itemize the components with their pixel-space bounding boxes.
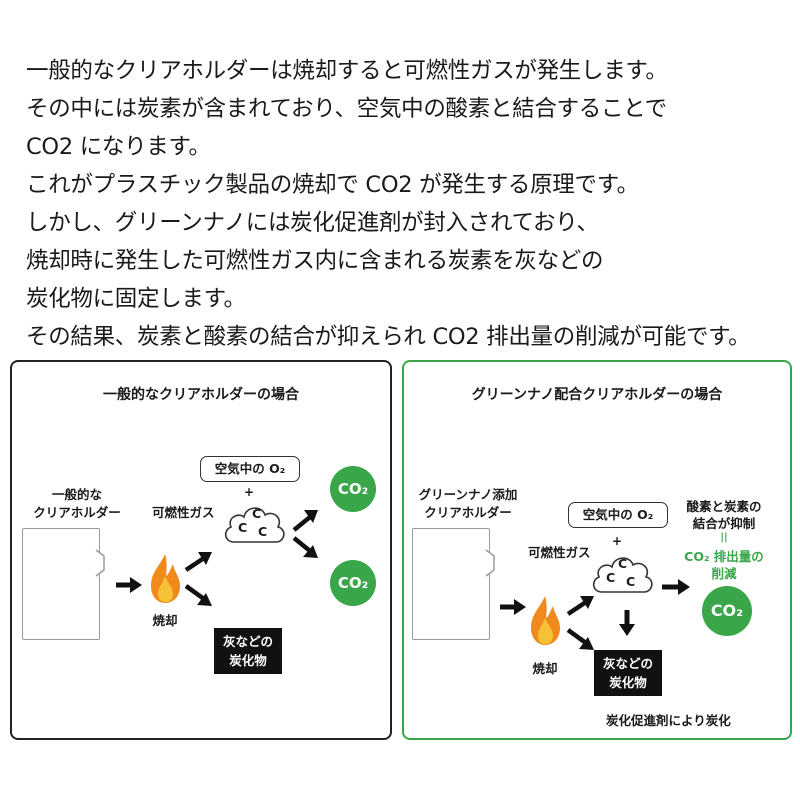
co2-circle: CO₂ [702,586,752,636]
burn-label: 焼却 [152,613,178,628]
carbon-symbol: C [606,570,616,585]
arrow-icon [116,577,142,593]
ash-label: 炭化物 [229,653,267,668]
plus-sign: + [244,485,255,499]
explanation-line: 焼却時に発生した可燃性ガス内に含まれる炭素を灰などの [26,248,604,274]
carbon-symbol: C [252,506,262,521]
carbon-symbol: C [618,556,628,571]
greennano-holder-panel: グリーンナノ配合クリアホルダーの場合 グリーンナノ添加 クリアホルダー 焼却 可… [402,360,792,740]
reduction-note: 削減 [711,566,737,581]
co2-circle: CO₂ [330,560,376,606]
holder-label: 一般的な [51,487,102,502]
ash-label: 灰などの [222,634,273,649]
panel-title: グリーンナノ配合クリアホルダーの場合 [471,387,723,403]
holder-label: クリアホルダー [424,505,512,520]
air-oxygen-box: 空気中の O₂ [568,502,668,528]
ash-residue-box: 灰などの 炭化物 [594,650,662,696]
co2-circle: CO₂ [330,466,376,512]
explanation-line: その結果、炭素と酸素の結合が抑えられ CO2 排出量の削減が可能です。 [26,324,751,350]
arrow-icon [292,536,318,558]
ash-residue-box: 灰などの 炭化物 [214,628,282,674]
ash-label: 灰などの [602,656,653,671]
holder-label: クリアホルダー [33,505,121,520]
explanation-line: しかし、グリーンナノには炭化促進剤が封入されており、 [26,210,599,236]
folder-icon [22,528,100,640]
arrow-icon [566,596,594,616]
arrow-icon [566,628,594,650]
plus-sign: + [612,534,623,548]
footer-note: 炭化促進剤により炭化 [606,713,731,728]
explanation-line: CO2 になります。 [26,134,211,160]
gas-label: 可燃性ガス [528,545,591,560]
panel-title: 一般的なクリアホルダーの場合 [103,387,299,403]
explanation-line: その中には炭素が含まれており、空気中の酸素と結合することで [26,96,667,122]
standard-holder-panel: 一般的なクリアホルダーの場合 一般的な クリアホルダー 焼却 可燃性ガス 空気中… [10,360,392,740]
fire-icon [531,596,560,645]
gas-label: 可燃性ガス [152,505,215,520]
explanation-line: 炭化物に固定します。 [26,286,246,312]
arrow-icon [292,510,318,532]
holder-label: グリーンナノ添加 [418,487,518,502]
carbon-symbol: C [238,520,248,535]
arrow-icon [619,610,635,636]
folder-tab-icon [95,549,105,577]
folder-icon [412,528,490,640]
gas-cloud-icon [592,557,653,593]
arrow-icon [662,579,690,595]
arrow-icon [184,584,212,606]
suppression-note: 結合が抑制 [692,516,756,531]
explanation-text: 一般的なクリアホルダーは焼却すると可燃性ガスが発生します。 その中には炭素が含ま… [26,52,786,356]
arrow-icon [184,552,212,572]
reduction-note: CO₂ 排出量の [684,549,764,564]
folder-tab-icon [485,549,495,577]
ash-label: 炭化物 [609,675,647,690]
carbon-symbol: C [626,574,636,589]
fire-icon [151,554,180,603]
explanation-line: 一般的なクリアホルダーは焼却すると可燃性ガスが発生します。 [26,58,668,84]
equals-sign: || [720,532,728,543]
arrow-icon [500,599,526,615]
explanation-line: これがプラスチック製品の焼却で CO2 が発生する原理です。 [26,172,639,198]
air-oxygen-box: 空気中の O₂ [200,456,300,482]
burn-label: 焼却 [532,661,558,676]
carbon-symbol: C [258,524,268,539]
gas-cloud-icon [224,507,285,543]
suppression-note: 酸素と炭素の [686,499,762,514]
